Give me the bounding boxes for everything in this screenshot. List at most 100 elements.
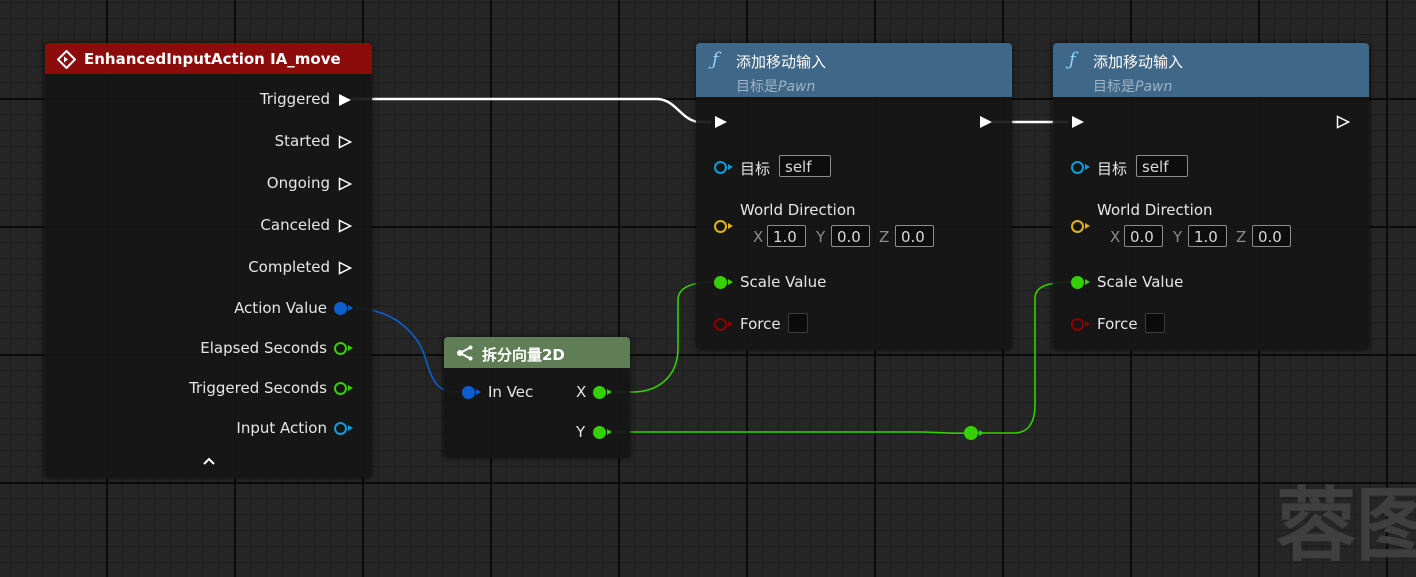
pin-label-completed: Completed bbox=[248, 258, 330, 276]
reroute-node-arrow bbox=[979, 430, 984, 436]
float-pin-x-icon[interactable] bbox=[593, 386, 606, 399]
pin-arrow bbox=[728, 164, 733, 170]
float-pin-y-icon[interactable] bbox=[593, 426, 606, 439]
pin-arrow bbox=[728, 279, 733, 285]
exec-in-pin-icon[interactable] bbox=[714, 115, 728, 129]
float-pin-elapsed-seconds-icon[interactable] bbox=[334, 342, 347, 355]
chevron-up-icon[interactable] bbox=[202, 456, 216, 466]
exec-wire-triggered bbox=[351, 97, 711, 124]
world-direction-x-field[interactable]: 1.0 bbox=[767, 225, 806, 247]
add-movement-input-node-1[interactable]: ƒ 添加移动输入 目标是Pawn 目标 self World Direction… bbox=[696, 43, 1012, 350]
exec-pin-triggered-icon[interactable] bbox=[338, 93, 352, 107]
pin-label-action-value: Action Value bbox=[234, 299, 327, 317]
pin-arrow bbox=[1085, 223, 1090, 229]
reroute-node[interactable] bbox=[964, 426, 978, 440]
subtitle-prefix: 目标是 bbox=[736, 79, 778, 95]
target-self-field[interactable]: self bbox=[1136, 155, 1188, 177]
object-pin-target-icon[interactable] bbox=[714, 161, 727, 174]
world-direction-y-field[interactable]: 0.0 bbox=[831, 225, 870, 247]
function-icon: ƒ bbox=[712, 49, 719, 70]
event-diamond-icon bbox=[57, 50, 76, 69]
pin-label-input-action: Input Action bbox=[236, 419, 327, 437]
pin-label-triggered: Triggered bbox=[259, 90, 330, 108]
pin-arrow bbox=[1085, 279, 1090, 285]
function-node-title: 添加移动输入 bbox=[1093, 53, 1184, 71]
pin-arrow bbox=[348, 425, 353, 431]
pin-label-scale-value: Scale Value bbox=[1097, 273, 1184, 291]
pin-label-force: Force bbox=[740, 315, 781, 333]
pin-label-ongoing: Ongoing bbox=[266, 174, 330, 192]
pin-label-triggered-seconds: Triggered Seconds bbox=[189, 379, 327, 397]
exec-in-pin-icon[interactable] bbox=[1071, 115, 1085, 129]
pin-arrow bbox=[728, 321, 733, 327]
function-node-subtitle: 目标是Pawn bbox=[1093, 76, 1172, 96]
object-pin-target-icon[interactable] bbox=[1071, 161, 1084, 174]
world-direction-z-field[interactable]: 0.0 bbox=[895, 225, 934, 247]
exec-out-pin-icon[interactable] bbox=[979, 115, 993, 129]
event-node-title: EnhancedInputAction IA_move bbox=[84, 50, 341, 68]
split-struct-icon bbox=[457, 345, 473, 361]
exec-pin-started-icon[interactable] bbox=[338, 135, 352, 149]
exec-pin-ongoing-icon[interactable] bbox=[338, 177, 352, 191]
world-direction-x-field[interactable]: 0.0 bbox=[1124, 225, 1163, 247]
break-vector2d-node[interactable]: 拆分向量2D In Vec X Y bbox=[444, 337, 630, 458]
subtitle-prefix: 目标是 bbox=[1093, 79, 1135, 95]
exec-out-pin-icon[interactable] bbox=[1336, 115, 1350, 129]
pin-label-y: Y bbox=[576, 423, 586, 441]
bool-pin-force-icon[interactable] bbox=[714, 318, 727, 331]
float-pin-scale-value-icon[interactable] bbox=[1071, 276, 1084, 289]
axis-label-z: Z bbox=[1236, 228, 1247, 246]
struct-pin-in-vec-icon[interactable] bbox=[462, 386, 475, 399]
break-node-header[interactable] bbox=[444, 337, 630, 368]
pin-label-force: Force bbox=[1097, 315, 1138, 333]
function-node-title: 添加移动输入 bbox=[736, 53, 827, 71]
pin-arrow bbox=[348, 385, 353, 391]
subtitle-target: Pawn bbox=[1135, 79, 1173, 95]
function-node-subtitle: 目标是Pawn bbox=[736, 76, 815, 96]
pin-label-elapsed-seconds: Elapsed Seconds bbox=[200, 339, 327, 357]
world-direction-y-field[interactable]: 1.0 bbox=[1188, 225, 1227, 247]
axis-label-x: X bbox=[753, 228, 764, 246]
pin-arrow bbox=[728, 223, 733, 229]
axis-label-x: X bbox=[1110, 228, 1121, 246]
axis-label-y: Y bbox=[1173, 228, 1183, 246]
pin-arrow bbox=[476, 389, 481, 395]
pin-arrow bbox=[1085, 164, 1090, 170]
vector-pin-world-direction-icon[interactable] bbox=[714, 220, 727, 233]
axis-label-z: Z bbox=[879, 228, 890, 246]
pin-arrow bbox=[1085, 321, 1090, 327]
target-self-field[interactable]: self bbox=[779, 155, 831, 177]
blueprint-watermark: 蓉图 bbox=[1276, 479, 1416, 572]
pin-label-canceled: Canceled bbox=[260, 216, 330, 234]
pin-arrow bbox=[607, 429, 612, 435]
pin-label-world-direction: World Direction bbox=[1097, 201, 1213, 219]
world-direction-z-field[interactable]: 0.0 bbox=[1252, 225, 1291, 247]
pin-label-started: Started bbox=[274, 132, 330, 150]
vector-pin-world-direction-icon[interactable] bbox=[1071, 220, 1084, 233]
pin-arrow bbox=[348, 305, 353, 311]
exec-pin-completed-icon[interactable] bbox=[338, 261, 352, 275]
force-checkbox[interactable] bbox=[1145, 313, 1165, 333]
break-node-title: 拆分向量2D bbox=[482, 346, 565, 364]
bool-pin-force-icon[interactable] bbox=[1071, 318, 1084, 331]
function-node-header[interactable] bbox=[696, 43, 1012, 97]
pin-label-target: 目标 bbox=[1097, 160, 1128, 178]
object-pin-input-action-icon[interactable] bbox=[334, 422, 347, 435]
subtitle-target: Pawn bbox=[778, 79, 816, 95]
pin-label-in-vec: In Vec bbox=[488, 383, 534, 401]
float-pin-triggered-seconds-icon[interactable] bbox=[334, 382, 347, 395]
axis-label-y: Y bbox=[816, 228, 826, 246]
event-node-header[interactable] bbox=[45, 43, 372, 74]
pin-label-scale-value: Scale Value bbox=[740, 273, 827, 291]
pin-label-world-direction: World Direction bbox=[740, 201, 856, 219]
struct-pin-action-value-icon[interactable] bbox=[334, 302, 347, 315]
pin-arrow bbox=[607, 389, 612, 395]
pin-label-target: 目标 bbox=[740, 160, 771, 178]
exec-pin-canceled-icon[interactable] bbox=[338, 219, 352, 233]
add-movement-input-node-2[interactable]: ƒ 添加移动输入 目标是Pawn 目标 self World Direction… bbox=[1053, 43, 1369, 350]
enhanced-input-action-node[interactable]: EnhancedInputAction IA_move Triggered St… bbox=[45, 43, 372, 478]
function-node-header[interactable] bbox=[1053, 43, 1369, 97]
function-icon: ƒ bbox=[1069, 49, 1076, 70]
float-pin-scale-value-icon[interactable] bbox=[714, 276, 727, 289]
force-checkbox[interactable] bbox=[788, 313, 808, 333]
